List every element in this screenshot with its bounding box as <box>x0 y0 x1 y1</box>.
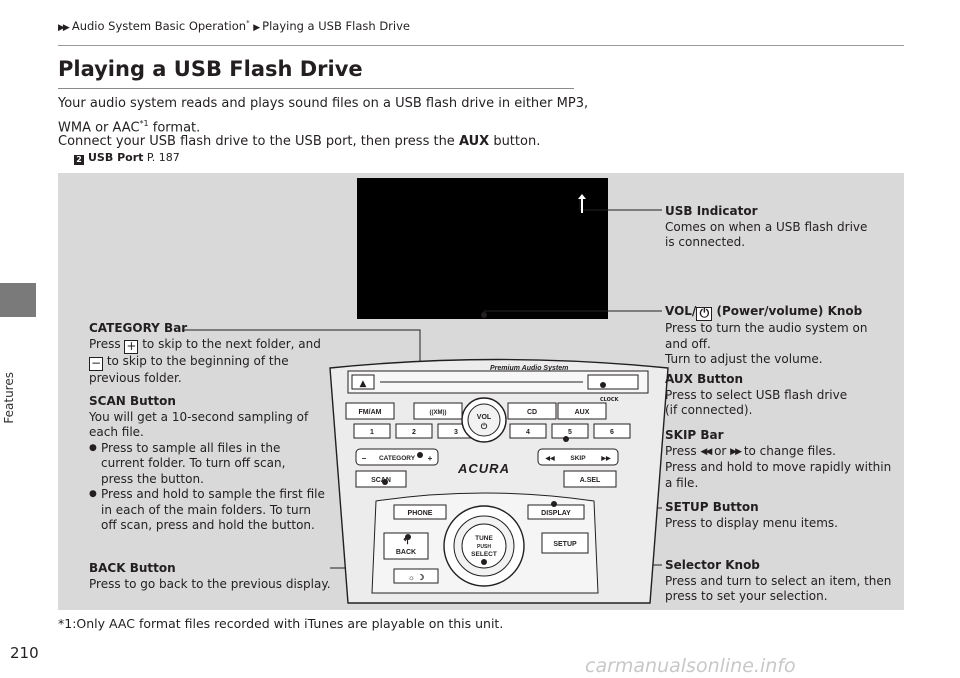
preset-label: 3 <box>454 429 458 436</box>
clock-label: CLOCK <box>600 397 620 403</box>
preset-button <box>593 423 631 439</box>
category-minus-icon: − <box>362 454 367 463</box>
footnote-marker[interactable]: *1 <box>139 119 149 128</box>
brightness-icon: ☼ ☽ <box>408 573 425 582</box>
leader-dots <box>382 312 606 565</box>
skip-next-icon: ▶▶ <box>600 455 611 462</box>
plus-icon: + <box>124 338 139 354</box>
select-label: SELECT <box>471 551 497 558</box>
power-icon: ⏻ <box>481 422 488 431</box>
page-title: Playing a USB Flash Drive <box>58 57 363 81</box>
category-plus-icon: + <box>428 454 433 463</box>
tune-label: TUNE <box>475 535 493 542</box>
breadcrumb-arrow-icon: ▶ <box>253 23 260 33</box>
intro-line-3: Connect your USB flash drive to the USB … <box>58 134 541 149</box>
setup-label: SETUP <box>553 541 577 548</box>
preset-button <box>353 423 391 439</box>
scan-bullet-1: Press to sample all files in the current… <box>89 441 325 488</box>
section-tab-label: Features <box>2 372 16 424</box>
reference-arrow-icon: 2 <box>74 155 84 165</box>
scan-label: SCAN <box>371 477 391 484</box>
breadcrumb-part-2[interactable]: Playing a USB Flash Drive <box>262 19 410 33</box>
usb-indicator-icon <box>578 194 586 213</box>
header-divider <box>58 45 904 46</box>
callout-scan-button: SCAN Button You will get a 10-second sam… <box>89 394 325 534</box>
cd-label: CD <box>527 409 537 416</box>
preset-button <box>551 423 589 439</box>
section-tab-marker <box>0 283 36 317</box>
breadcrumb-part-1[interactable]: Audio System Basic Operation <box>71 19 247 33</box>
callout-skip-bar: SKIP Bar Press ◀◀ or ▶▶ to change files.… <box>665 428 892 490</box>
skip-bar-label: SKIP <box>570 455 586 462</box>
page-number: 210 <box>10 644 39 662</box>
preset-label: 6 <box>610 429 614 436</box>
display-label: DISPLAY <box>541 510 571 517</box>
callout-back-button: BACK Button Press to go back to the prev… <box>89 561 331 591</box>
skip-prev-icon: ◀◀ <box>544 455 555 462</box>
minus-icon: − <box>89 355 103 371</box>
callout-aux-button: AUX Button Press to select USB flash dri… <box>665 372 848 417</box>
audio-display-screen <box>357 178 608 319</box>
skip-back-icon: ◀◀ <box>700 446 712 457</box>
preset-label: 1 <box>370 429 374 436</box>
breadcrumb: ▶▶Audio System Basic Operation* ▶Playing… <box>58 19 410 33</box>
phone-label: PHONE <box>408 510 433 517</box>
aux-label: AUX <box>575 409 590 416</box>
preset-label: 2 <box>412 429 416 436</box>
intro-line-2: WMA or AAC*1 format. <box>58 119 201 136</box>
breadcrumb-arrow-icon: ▶▶ <box>58 23 70 33</box>
acura-logo: ACURA <box>457 461 510 476</box>
skip-forward-icon: ▶▶ <box>730 446 742 457</box>
eject-icon: ▲ <box>360 379 367 389</box>
back-arrow-icon: ↰ <box>402 536 410 546</box>
preset-label: 4 <box>526 429 530 436</box>
callout-category-bar: CATEGORY Bar Press + to skip to the next… <box>89 321 321 385</box>
preset-button <box>395 423 433 439</box>
breadcrumb-asterisk: * <box>246 19 250 28</box>
asel-label: A.SEL <box>580 477 601 484</box>
category-bar-label: CATEGORY <box>379 455 416 462</box>
callout-setup-button: SETUP Button Press to display menu items… <box>665 500 838 530</box>
intro-line-1: Your audio system reads and plays sound … <box>58 96 589 111</box>
brand-strip-label: Premium Audio System <box>490 365 568 372</box>
vol-knob-label: VOL <box>477 414 492 421</box>
preset-label: 5 <box>568 429 572 436</box>
fm-am-label: FM/AM <box>359 409 382 416</box>
preset-button <box>509 423 547 439</box>
title-underline <box>58 88 574 89</box>
push-label: PUSH <box>477 544 491 550</box>
back-label: BACK <box>396 549 416 556</box>
xm-label: ((XM)) <box>430 410 447 416</box>
footnote: *1:Only AAC format files recorded with i… <box>58 616 504 631</box>
callout-selector-knob: Selector Knob Press and turn to select a… <box>665 558 892 603</box>
callout-vol-knob: VOL/⏻ (Power/volume) Knob Press to turn … <box>665 304 868 366</box>
callout-usb-indicator: USB Indicator Comes on when a USB flash … <box>665 204 868 249</box>
power-button-icon: ⏻ <box>696 307 713 321</box>
audio-unit-illustration: Premium Audio System ▲ CLOCK FM/AM ((XM)… <box>182 197 669 604</box>
watermark: carmanualsonline.info <box>585 655 796 677</box>
scan-bullet-2: Press and hold to sample the first file … <box>89 487 325 534</box>
